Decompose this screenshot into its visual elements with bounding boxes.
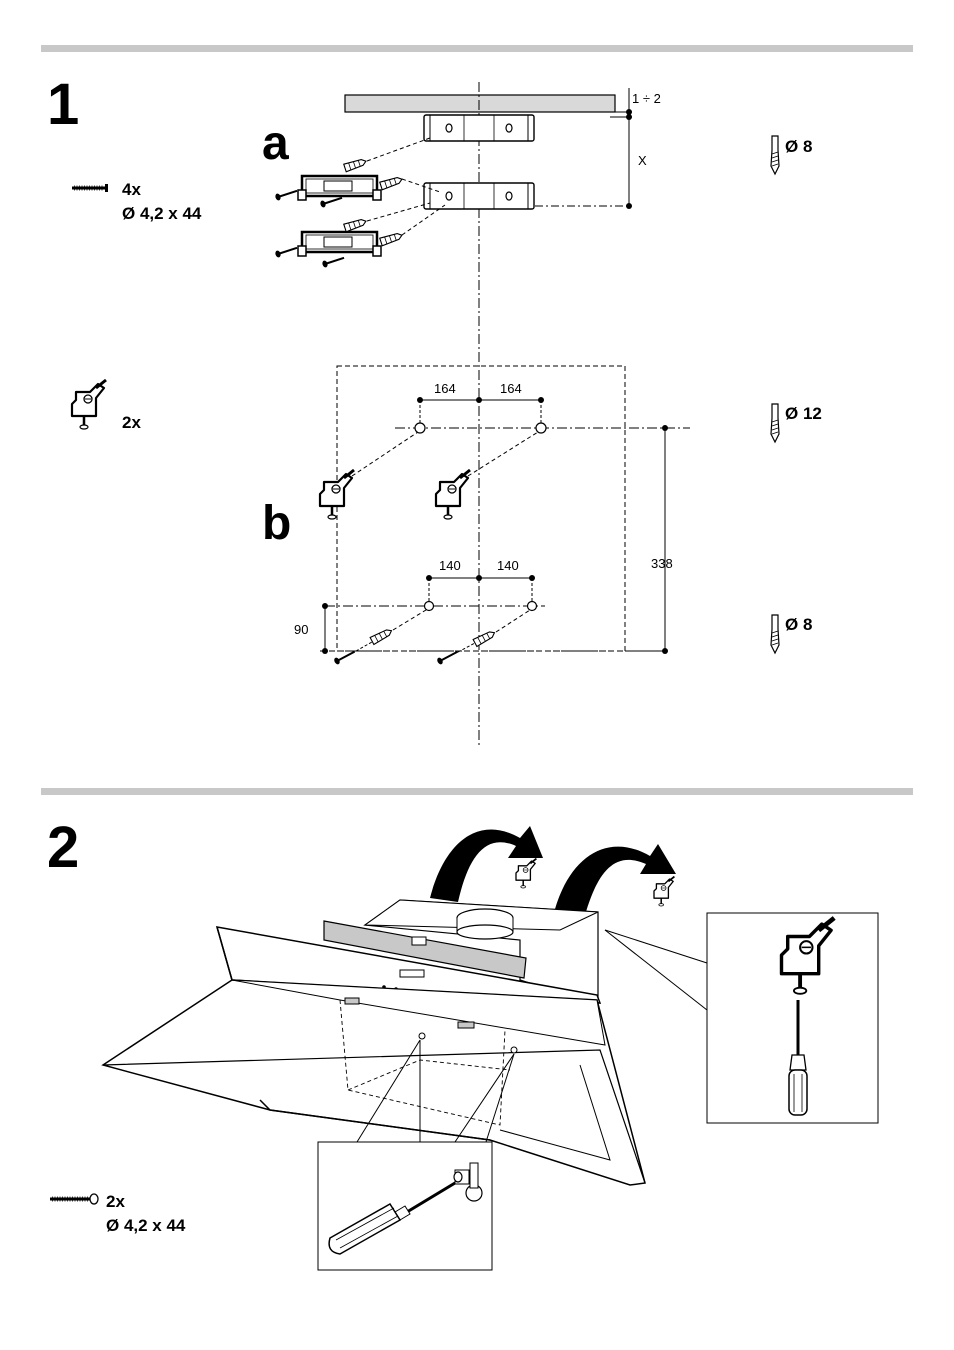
dim-gap: 1 ÷ 2 [632,91,661,106]
curved-arrow-right [552,844,676,926]
screw-size-step1: Ø 4,2 x 44 [122,204,202,223]
wall-clip-top [423,114,535,142]
keyhole-right [510,1046,518,1054]
screw-size-step2: Ø 4,2 x 44 [106,1216,186,1235]
screw-keyhole-icon [453,1162,483,1202]
step-1b-label: b [262,497,292,550]
hole-lower-left [423,600,435,612]
wall-plug-a4 [379,230,404,247]
bracket-removed-2 [653,875,676,907]
drill-bit-icon-8b [770,614,780,654]
wall-plug-b1 [369,626,394,646]
curved-arrow-left [430,826,543,902]
bracket-icon [70,378,108,431]
step-2-number: 2 [47,815,80,880]
drill-bit-icon [770,135,780,175]
dim-right-164: 164 [500,381,522,396]
screw-a3 [273,243,300,260]
hole-upper-right [535,422,547,434]
keyhole-left [418,1032,426,1040]
screw-qty-step1: 4x [122,180,141,199]
hole-upper-left [414,422,426,434]
screw-a4 [320,253,347,270]
section-divider-2 [41,788,913,795]
hole-lower-right [526,600,538,612]
drill-label-top: Ø 8 [785,137,813,156]
section-divider-1 [41,45,913,52]
drill-bit-icon-12 [770,403,780,443]
screw-qty-step2: 2x [106,1192,125,1211]
bracket-removed-1 [515,857,538,889]
mounting-template [336,365,626,652]
screw-icon [72,184,108,192]
wall-plug-a3 [343,216,368,233]
dim-height-90: 90 [294,622,309,637]
bracket-qty-step1: 2x [122,413,141,432]
dim-right-140: 140 [497,558,519,573]
dim-left-164: 164 [434,381,456,396]
ceiling-board [344,94,616,113]
drill-label-middle: Ø 12 [785,404,822,423]
wall-clip-bottom [423,182,535,210]
dim-left-140: 140 [439,558,461,573]
bracket-right [434,468,472,521]
wall-plug-b2 [472,628,497,648]
mounting-rail [323,920,527,979]
dim-x: X [638,153,647,168]
screwdriver-icon-a [788,1000,808,1116]
rail-bracket-upper [296,174,383,202]
screw-a1 [273,186,300,203]
screwdriver-icon-b [328,1181,456,1255]
rail-bracket-lower [296,230,383,258]
wall-plug-a2 [379,174,404,191]
step-1a-label: a [262,117,289,170]
screw-icon-step2 [50,1193,99,1205]
step-1-number: 1 [47,72,80,137]
dim-height-338: 338 [651,556,673,571]
drill-label-bottom: Ø 8 [785,615,813,634]
wall-plug-a1 [343,156,368,173]
